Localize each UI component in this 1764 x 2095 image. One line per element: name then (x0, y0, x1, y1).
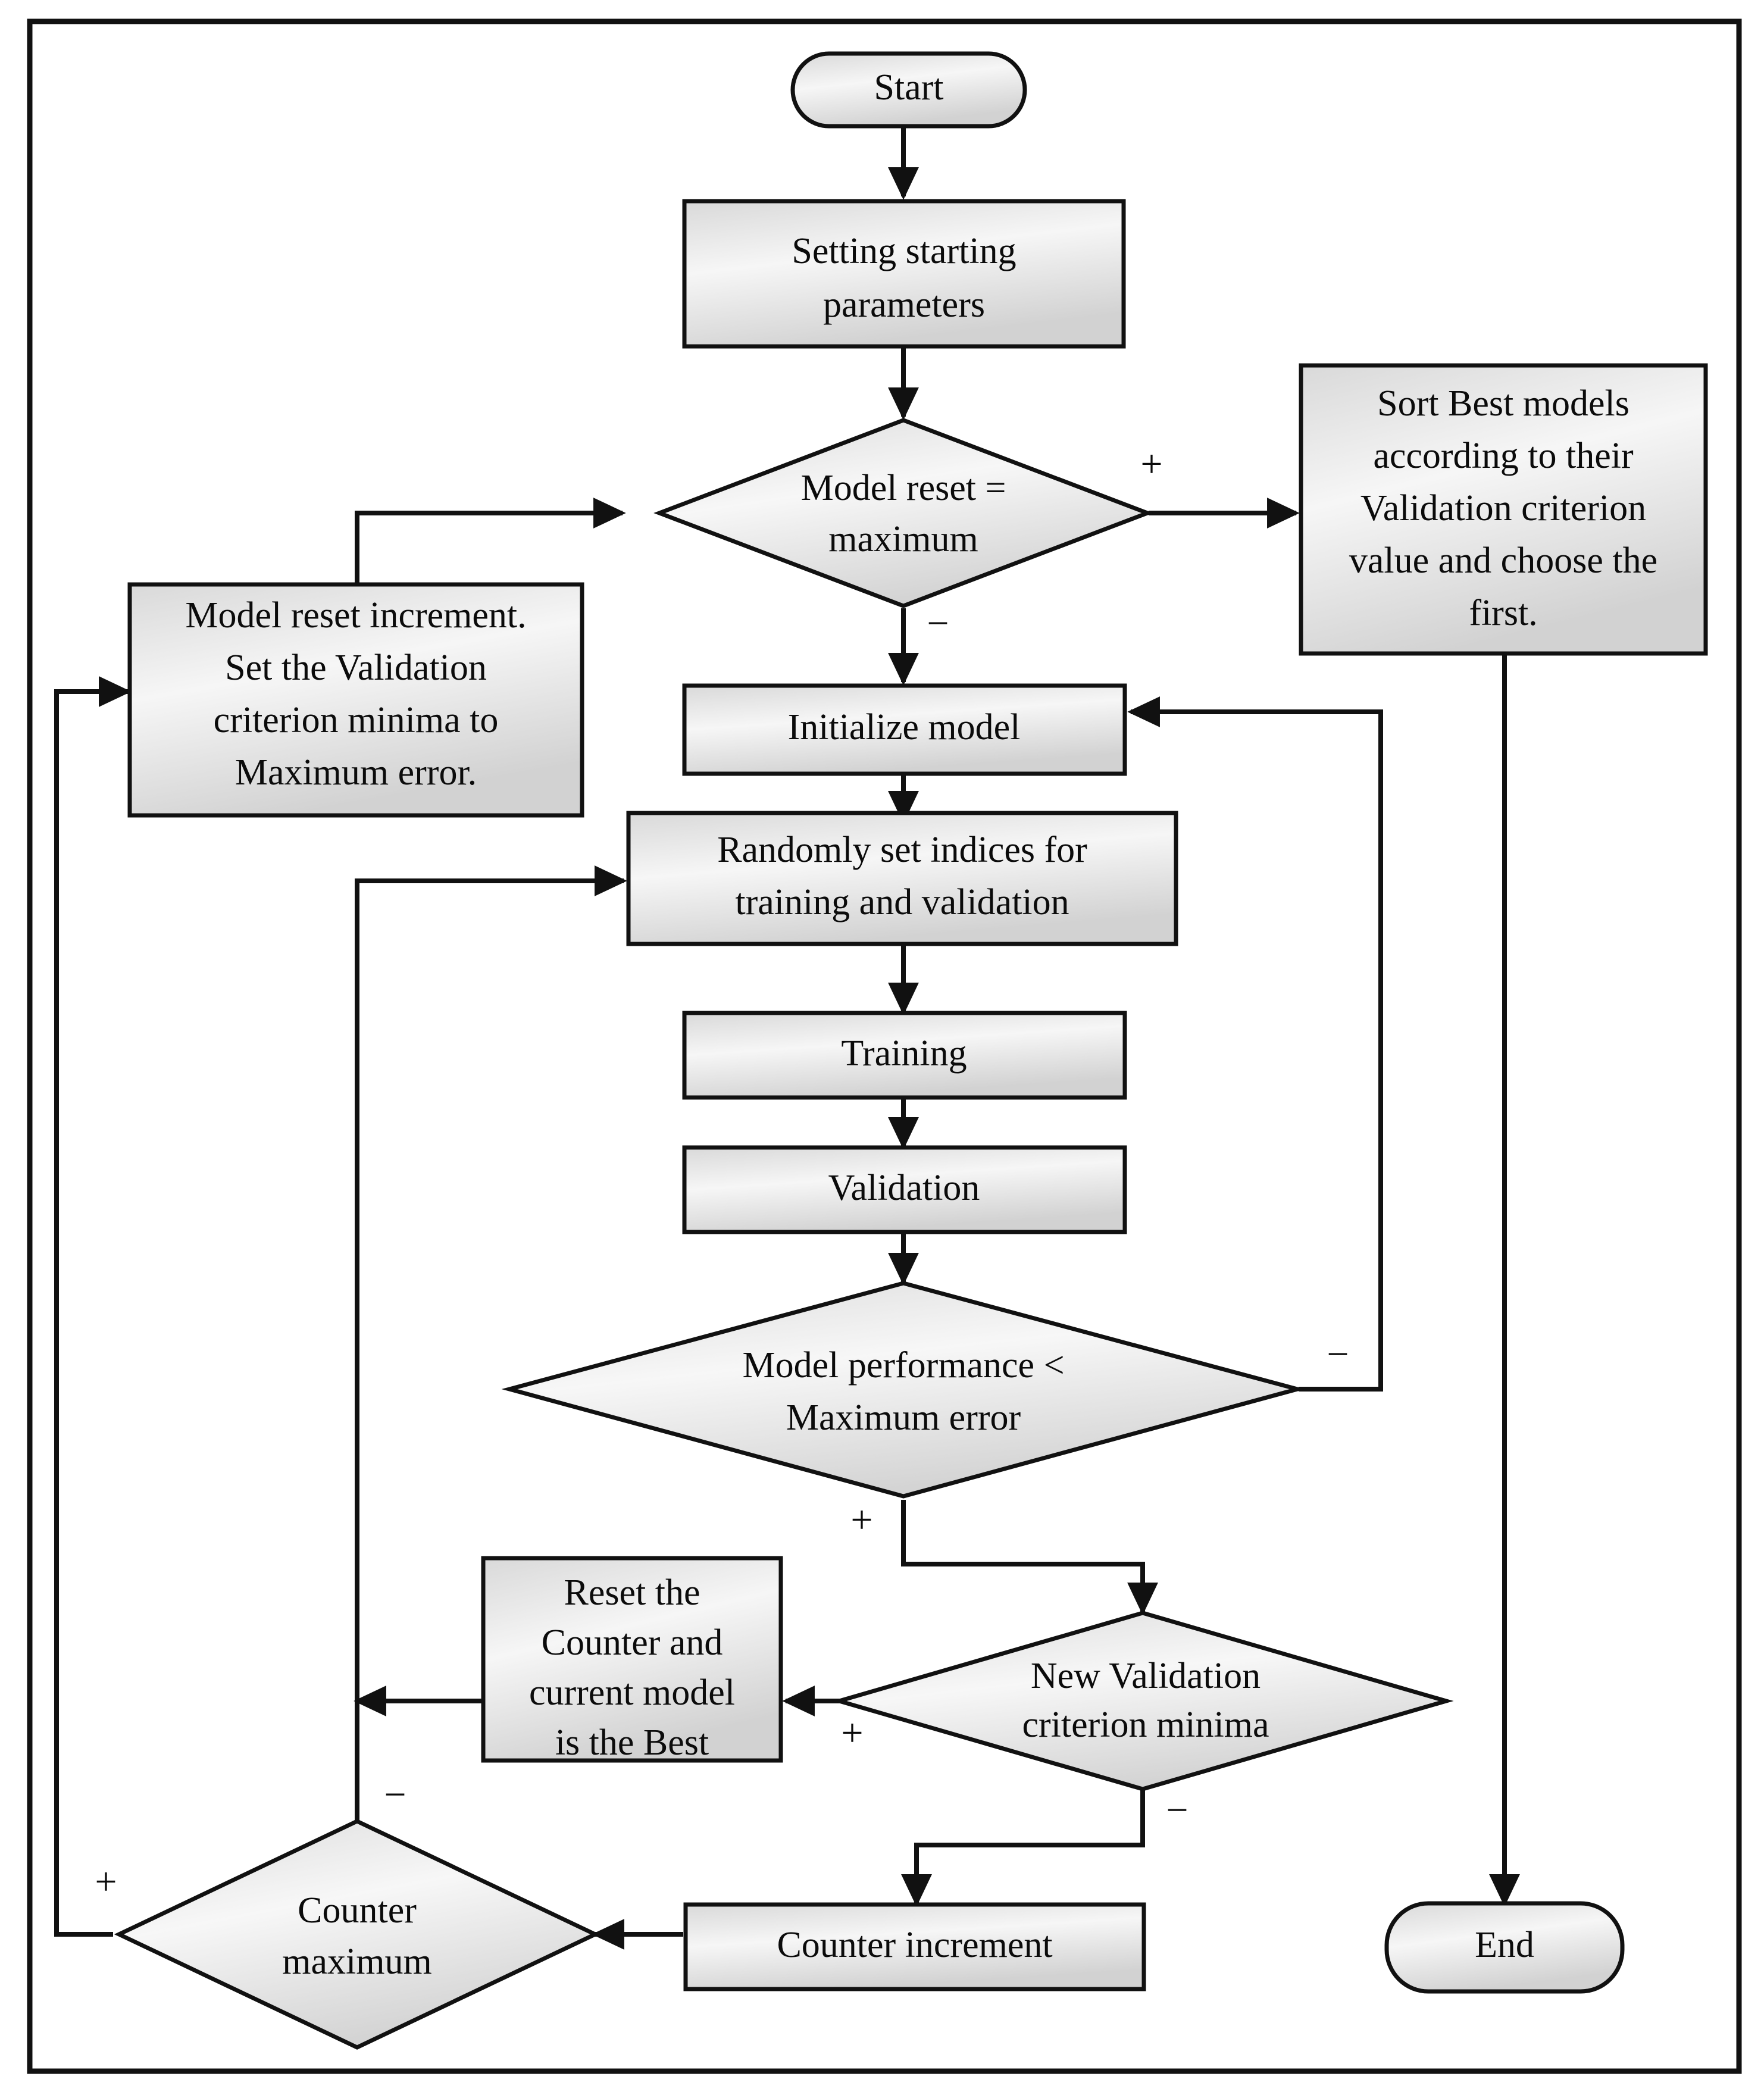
model-reset-increment-shape (127, 582, 584, 818)
start-shape (790, 51, 1027, 129)
counter-increment-shape (683, 1902, 1146, 1991)
model-performance-check-label-line1: Model performance < (742, 1345, 1064, 1386)
validation-shape (682, 1145, 1127, 1234)
counter-maximum-check-shape (114, 1819, 600, 2050)
new-validation-minima-check-label-line1: New Validation (1031, 1656, 1261, 1696)
counter-increment-label: Counter increment (777, 1925, 1052, 1965)
model-performance-check-label-line2: Maximum error (786, 1397, 1021, 1438)
model-reset-check-label-line1: Model reset = (801, 468, 1006, 508)
model-reset-increment-label-line3: criterion minima to (214, 700, 499, 740)
node-start[interactable]: Start (790, 51, 1027, 129)
edge-label-model-performance-minus: − (1327, 1333, 1349, 1376)
initialize-model-label: Initialize model (788, 707, 1021, 748)
training-label: Training (841, 1033, 967, 1074)
node-validation[interactable]: Validation (682, 1145, 1127, 1234)
node-model-performance-check[interactable]: Model performance < Maximum error (501, 1281, 1306, 1499)
edge-model-reset-increment-to-model-reset (355, 498, 626, 583)
edge-label-model-performance-plus: + (850, 1498, 872, 1541)
edge-label-model-reset-minus: − (927, 602, 949, 645)
validation-label: Validation (828, 1168, 980, 1208)
randomly-set-indices-label-line2: training and validation (735, 882, 1069, 923)
end-shape (1384, 1901, 1625, 1994)
new-validation-minima-check-shape (831, 1611, 1454, 1791)
edge-labels-layer: + − − + + − − + (95, 442, 1349, 1903)
node-randomly-set-indices[interactable]: Randomly set indices for training and va… (626, 811, 1178, 946)
model-reset-check-label-line2: maximum (828, 519, 978, 559)
node-model-reset-check[interactable]: Model reset = maximum (653, 418, 1153, 608)
edge-riser-to-randomly-set-indices (355, 865, 627, 1899)
edge-label-counter-maximum-plus: + (95, 1860, 117, 1903)
edge-label-model-reset-plus: + (1140, 442, 1162, 486)
node-setting-parameters[interactable]: Setting starting parameters (682, 199, 1126, 349)
edge-label-new-validation-plus: + (841, 1711, 863, 1755)
node-new-validation-minima-check[interactable]: New Validation criterion minima (831, 1611, 1454, 1791)
model-reset-increment-label-line2: Set the Validation (225, 648, 487, 688)
edge-new-validation-minus-to-counter-increment (901, 1789, 1145, 1907)
node-sort-best-models[interactable]: Sort Best models according to their Vali… (1299, 363, 1708, 656)
model-reset-check-shape (653, 418, 1153, 608)
sort-best-models-label-line2: according to their (1373, 436, 1634, 476)
model-reset-increment-label-line1: Model reset increment. (185, 595, 526, 636)
reset-counter-best-label-line3: current model (529, 1672, 735, 1713)
sort-best-models-label-line1: Sort Best models (1377, 383, 1629, 424)
edge-counter-maximum-plus-to-model-reset-increment (54, 676, 132, 1937)
end-label: End (1475, 1925, 1534, 1965)
sort-best-models-label-line4: value and choose the (1349, 540, 1657, 581)
start-label: Start (874, 67, 943, 108)
node-initialize-model[interactable]: Initialize model (682, 683, 1127, 776)
sort-best-models-shape (1299, 363, 1708, 656)
randomly-set-indices-label-line1: Randomly set indices for (717, 830, 1087, 870)
randomly-set-indices-shape (626, 811, 1178, 946)
edge-model-performance-minus-to-initialize (1127, 696, 1383, 1392)
sort-best-models-label-line5: first. (1469, 593, 1537, 633)
node-reset-counter-best[interactable]: Reset the Counter and current model is t… (481, 1556, 783, 1763)
reset-counter-best-shape (481, 1556, 783, 1763)
node-counter-maximum-check[interactable]: Counter maximum (114, 1819, 600, 2050)
edge-label-new-validation-minus: − (1166, 1788, 1188, 1832)
counter-maximum-check-label-line2: maximum (282, 1941, 431, 1982)
initialize-model-shape (682, 683, 1127, 776)
counter-maximum-check-label-line1: Counter (298, 1890, 417, 1931)
reset-counter-best-label-line2: Counter and (542, 1622, 723, 1663)
node-model-reset-increment[interactable]: Model reset increment. Set the Validatio… (127, 582, 584, 818)
setting-parameters-shape (682, 199, 1126, 349)
reset-counter-best-label-line1: Reset the (564, 1572, 700, 1613)
node-counter-increment[interactable]: Counter increment (683, 1902, 1146, 1991)
model-reset-increment-label-line4: Maximum error. (235, 752, 477, 793)
edge-model-performance-plus-to-new-validation (901, 1500, 1158, 1615)
reset-counter-best-label-line4: is the Best (555, 1722, 709, 1763)
sort-best-models-label-line3: Validation criterion (1360, 488, 1646, 529)
model-performance-check-shape (501, 1281, 1306, 1499)
setting-parameters-label-line2: parameters (823, 284, 985, 325)
figure-border (27, 18, 1742, 2074)
node-training[interactable]: Training (682, 1011, 1127, 1100)
node-end[interactable]: End (1384, 1901, 1625, 1994)
edge-label-counter-maximum-minus: − (384, 1773, 406, 1816)
setting-parameters-label-line1: Setting starting (792, 231, 1016, 271)
training-shape (682, 1011, 1127, 1100)
new-validation-minima-check-label-line2: criterion minima (1022, 1705, 1269, 1745)
